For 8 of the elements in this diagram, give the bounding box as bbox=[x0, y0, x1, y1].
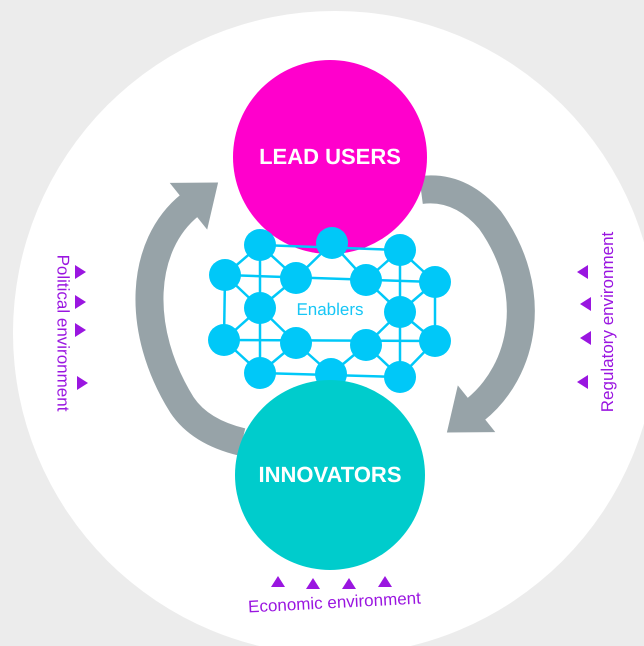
environment-label: Economic environment bbox=[247, 588, 421, 618]
node-label: LEAD USERS bbox=[259, 144, 401, 170]
node-label: INNOVATORS bbox=[258, 462, 402, 488]
curved-arrow bbox=[136, 180, 246, 456]
environment-label: Regulatory environment bbox=[598, 232, 618, 412]
node-label: Enablers bbox=[295, 300, 365, 320]
environment-label: Political environment bbox=[52, 254, 72, 412]
curved-arrow bbox=[420, 175, 535, 434]
